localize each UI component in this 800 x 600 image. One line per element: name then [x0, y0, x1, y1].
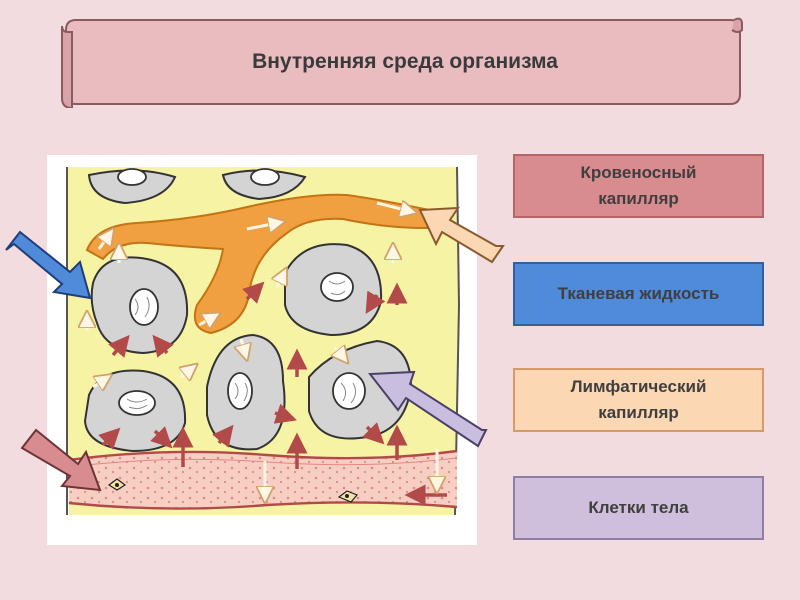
- nucleus: [320, 272, 354, 302]
- pointer-arrow-lavender: [368, 370, 488, 448]
- flow-arrows-light: [87, 203, 437, 495]
- blood-capillary: [68, 449, 458, 510]
- pointer-arrow-rose: [20, 428, 102, 492]
- nucleus: [227, 372, 253, 410]
- pointer-arrow-blue: [5, 230, 92, 300]
- nucleus: [332, 372, 366, 410]
- pointer-arrow-peach: [418, 206, 505, 264]
- nucleus: [118, 390, 156, 416]
- legend-body-cells: Клетки тела: [513, 476, 764, 540]
- diagram-panel: [47, 155, 477, 545]
- flow-arrows-red: [98, 281, 447, 506]
- lymphatic-capillary: [85, 193, 455, 335]
- cell-nuclei: [117, 168, 366, 416]
- title-scroll-banner: [61, 17, 743, 108]
- nucleus: [250, 168, 280, 186]
- page-title: Внутренняя среда организма: [252, 50, 558, 73]
- tissue-diagram: [66, 166, 461, 516]
- legend-tissue-fluid: Тканевая жидкость: [513, 262, 764, 326]
- nucleus: [117, 168, 147, 186]
- nucleus: [129, 288, 159, 326]
